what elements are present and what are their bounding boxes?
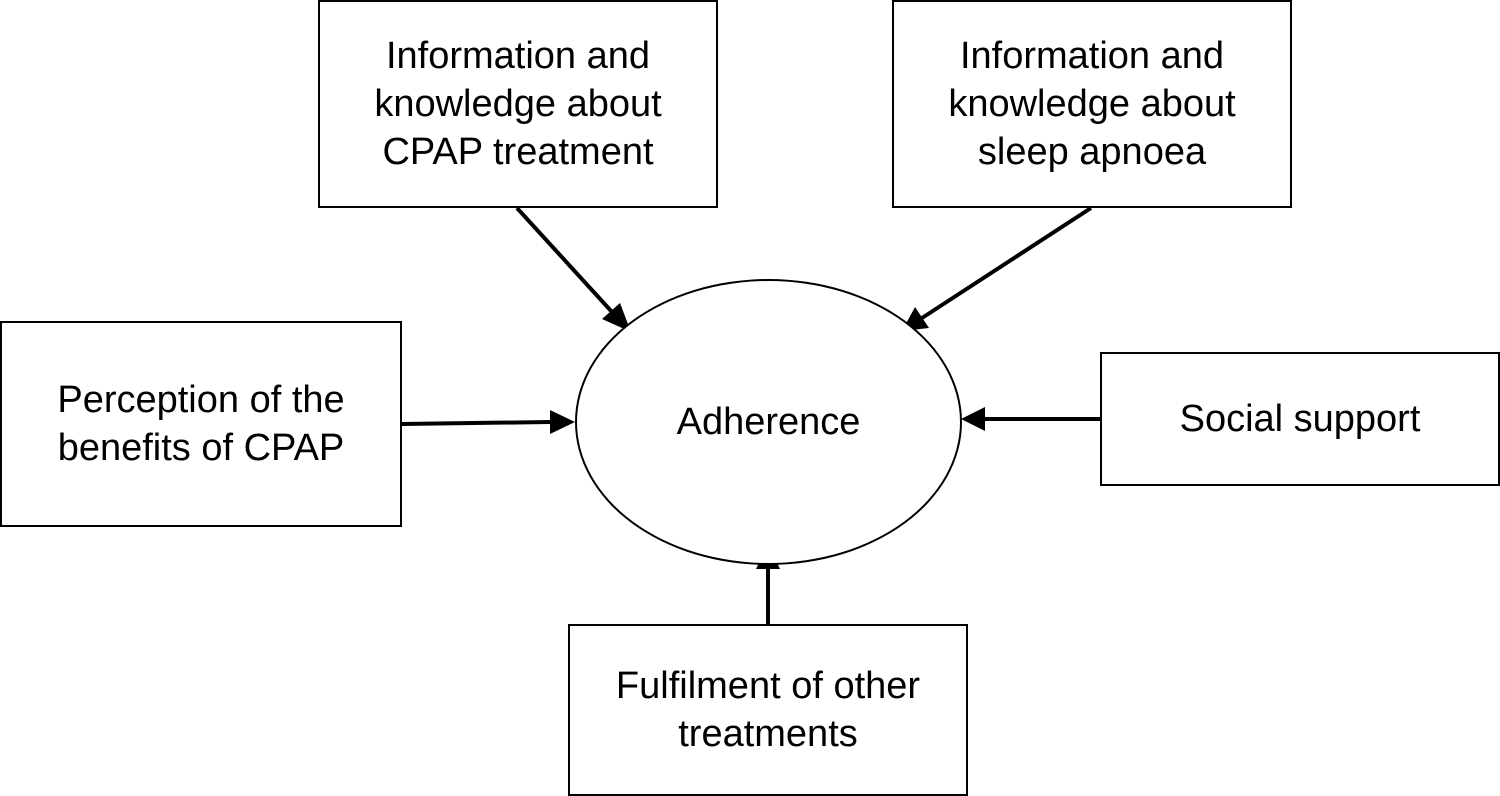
factor-label: Information and knowledge about CPAP tre…: [374, 35, 662, 173]
factor-label: Fulfilment of other treatments: [615, 665, 921, 755]
factor-box-cpap-info: Information and knowledge about CPAP tre…: [318, 0, 718, 208]
adherence-node: Adherence: [575, 279, 962, 565]
factor-label: Information and knowledge about sleep ap…: [948, 35, 1236, 173]
factor-box-benefits: Perception of the benefits of CPAP: [0, 321, 402, 527]
arrowhead-icon: [550, 410, 575, 434]
edge-social-to-adherence: [961, 407, 1100, 431]
factor-box-apnoea-info: Information and knowledge about sleep ap…: [892, 0, 1292, 208]
factor-label: Social support: [1179, 398, 1421, 440]
adherence-label: Adherence: [676, 400, 861, 443]
edge-cpap-info-to-adherence: [515, 206, 631, 332]
edge-apnoea-info-to-adherence: [902, 206, 1093, 331]
factor-box-social-support: Social support: [1100, 352, 1500, 486]
factor-label: Perception of the benefits of CPAP: [57, 379, 345, 469]
arrowhead-icon: [961, 407, 985, 431]
factor-box-other-treatments: Fulfilment of other treatments: [568, 624, 968, 796]
edge-benefits-to-adherence: [401, 410, 575, 434]
